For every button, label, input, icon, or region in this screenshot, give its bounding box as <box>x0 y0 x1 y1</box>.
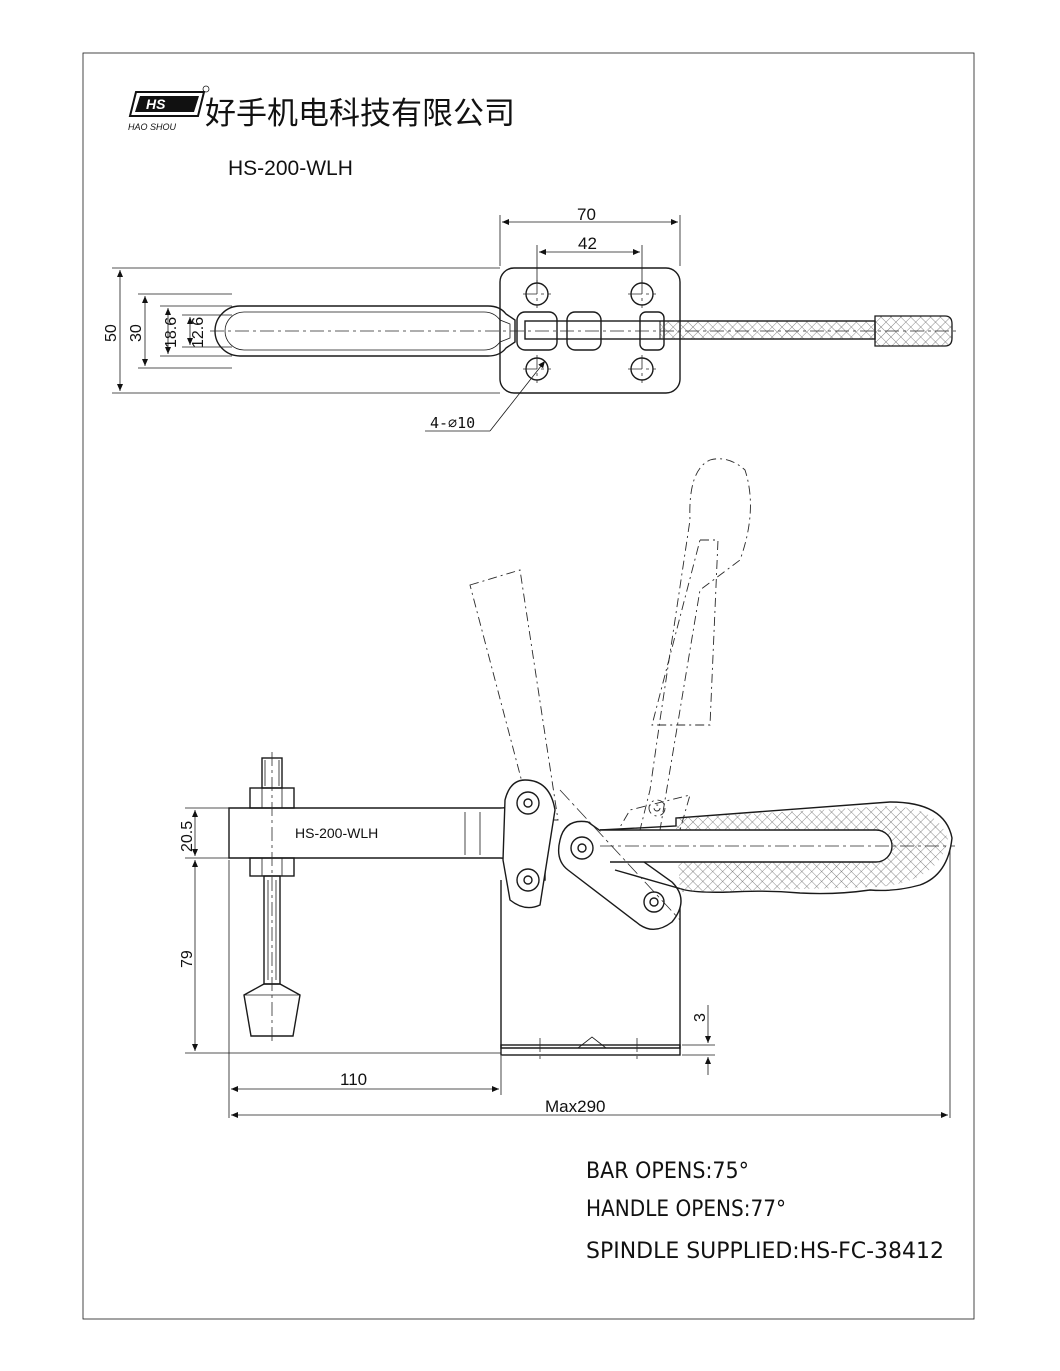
dim-70: 70 <box>577 205 596 224</box>
logo-text: HS <box>146 96 166 112</box>
dim-3: 3 <box>692 1013 709 1022</box>
dim-110: 110 <box>340 1070 367 1089</box>
note-handle-opens: HANDLE OPENS:77° <box>586 1197 786 1222</box>
handle-open-phantom <box>639 458 751 831</box>
top-view: 70 42 50 30 18.6 12.6 4-⌀10 <box>103 205 960 432</box>
dim-12-6: 12.6 <box>190 317 207 348</box>
dim-30: 30 <box>128 324 145 342</box>
company-name: 好手机电科技有限公司 <box>205 96 515 131</box>
dim-max290: Max290 <box>545 1097 605 1116</box>
note-bar-opens: BAR OPENS:75° <box>586 1159 749 1184</box>
mounting-holes <box>523 280 656 383</box>
bar-label: HS-200-WLH <box>295 825 378 841</box>
dim-holes: 4-⌀10 <box>430 414 475 432</box>
sheet-border <box>82 52 975 1320</box>
side-view: HS-200-WLH <box>179 458 955 1118</box>
company-logo: HS HAO SHOU <box>128 85 210 132</box>
model-title: HS-200-WLH <box>228 157 353 180</box>
bar-open-phantom <box>469 569 559 821</box>
spindle <box>243 752 301 1045</box>
spec-notes: BAR OPENS:75° HANDLE OPENS:77° SPINDLE S… <box>586 1159 944 1264</box>
dim-79: 79 <box>179 950 196 968</box>
dim-20-5: 20.5 <box>179 821 196 852</box>
base-foot <box>500 1044 681 1056</box>
dim-50: 50 <box>103 324 120 342</box>
dim-42: 42 <box>578 234 597 253</box>
logo-subtext: HAO SHOU <box>128 122 177 132</box>
clamp-bar-top <box>214 305 516 357</box>
note-spindle: SPINDLE SUPPLIED:HS-FC-38412 <box>586 1239 944 1264</box>
handle-side <box>599 801 953 895</box>
dim-18-6: 18.6 <box>163 317 180 348</box>
